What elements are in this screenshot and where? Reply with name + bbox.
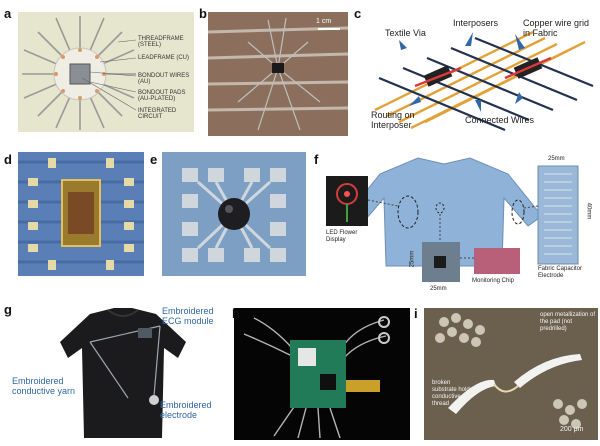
label-routing: Routing on Interposer <box>371 110 415 130</box>
label-conductive-yarn: Embroidered conductive yarn <box>12 376 76 396</box>
panel-label-i: i <box>414 306 418 321</box>
panel-c: Textile Via Interposers Copper wire grid… <box>365 12 597 134</box>
label-copper-wire: Copper wire grid in Fabric <box>523 18 590 38</box>
panel-label-f: f <box>314 152 319 167</box>
panel-b: 1 cm <box>208 12 348 136</box>
label-fabric-capacitor: Fabric Capacitor Electrode <box>538 266 583 279</box>
micrograph-photo <box>435 313 587 429</box>
panel-h <box>234 308 410 440</box>
label-broken-substrate: broken substrate holds conductive thread <box>432 380 473 407</box>
scale-bar-label: 1 cm <box>316 18 332 25</box>
embroidered-pcb-photo <box>243 316 390 439</box>
label-integrated-circuit: INTEGRATED CIRCUIT <box>138 108 177 120</box>
label-monitoring-chip: Monitoring Chip <box>472 278 515 284</box>
label-bondout-wires: BONDOUT WIRES (AU) <box>138 73 190 85</box>
panel-d <box>18 152 144 276</box>
scale-bar <box>318 28 340 30</box>
label-electrode: Embroidered electrode <box>160 400 212 420</box>
ecg-shirt-illustration <box>60 308 186 438</box>
panel-label-d: d <box>4 152 12 167</box>
encapsulated-chip-photo <box>182 168 286 262</box>
label-open-metallization: open metallization of the pad (not predr… <box>540 312 596 332</box>
label-threadframe: THREADFRAME (STEEL) <box>138 36 184 48</box>
label-led-flower: LED Flower Display <box>326 230 358 243</box>
panel-label-h: h <box>232 306 240 321</box>
interposer-schematic <box>374 30 594 132</box>
label-dim-top: 25mm <box>548 156 565 162</box>
panel-a: THREADFRAME (STEEL) LEADFRAME (CU) BONDO… <box>18 12 194 132</box>
label-interposers: Interposers <box>453 18 499 28</box>
label-dim-bottom: 25mm <box>430 286 447 292</box>
panel-g: Embroidered ECG module Embroidered condu… <box>10 302 224 440</box>
panel-e <box>162 152 306 276</box>
label-dim-left: 25mm <box>409 250 416 268</box>
threadframe-diagram <box>22 16 137 130</box>
panel-label-e: e <box>150 152 158 167</box>
label-dim-right: 40mm <box>585 202 592 220</box>
label-scale-200um: 200 μm <box>560 426 584 433</box>
panel-label-b: b <box>199 6 207 21</box>
chip-on-fabric-photo <box>18 158 144 270</box>
panel-i: open metallization of the pad (not predr… <box>424 308 598 440</box>
panel-label-a: a <box>4 6 12 21</box>
label-textile-via: Textile Via <box>385 28 426 38</box>
panel-label-g: g <box>4 302 12 317</box>
textile-photo <box>208 17 348 131</box>
smart-shirt-illustration <box>326 157 579 282</box>
panel-f: LED Flower Display Monitoring Chip Fabri… <box>322 146 598 298</box>
panel-label-c: c <box>354 6 362 21</box>
label-bondout-pads: BONDOUT PADS (AU-PLATED) <box>138 90 186 102</box>
label-ecg-module: Embroidered ECG module <box>162 306 214 326</box>
label-connected-wires: Connected Wires <box>465 115 535 125</box>
label-leadframe: LEADFRAME (CU) <box>138 55 190 61</box>
